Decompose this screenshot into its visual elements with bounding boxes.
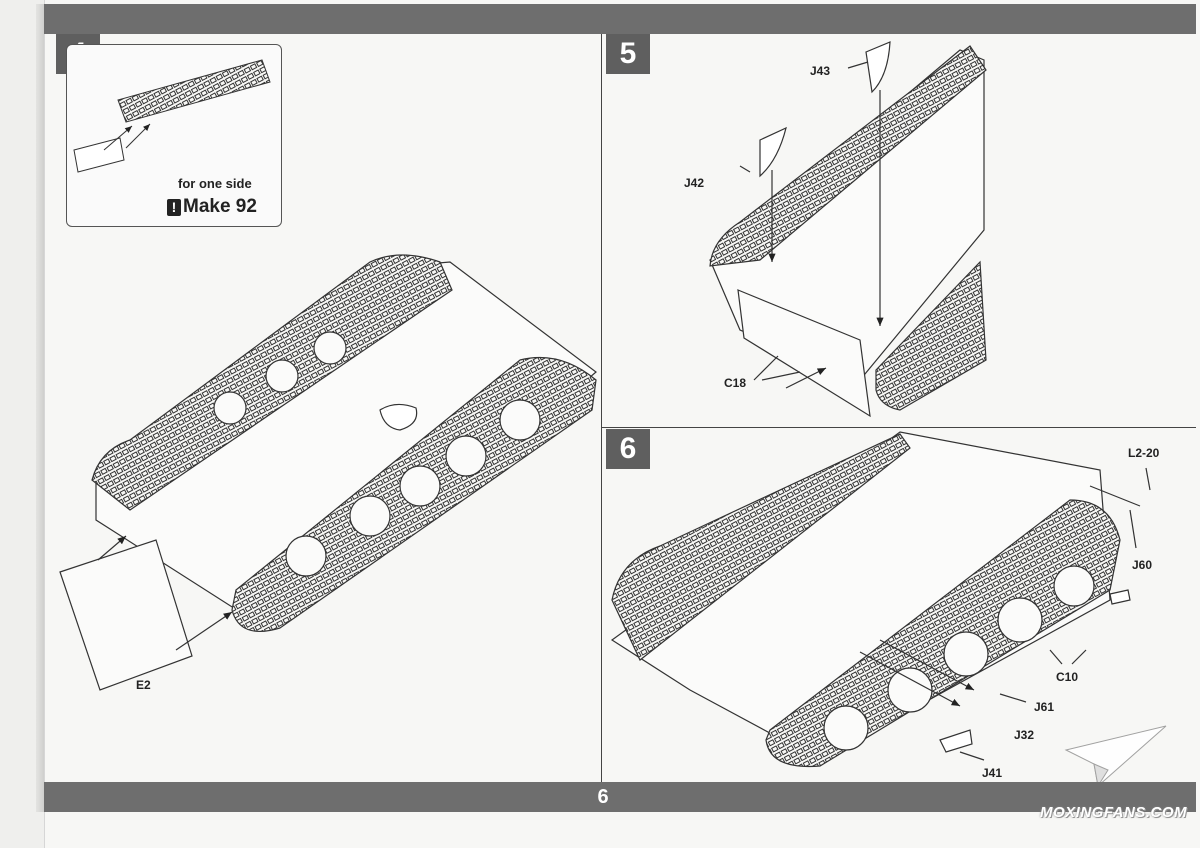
label-j43: J43	[810, 64, 831, 78]
step4-hull	[59, 254, 597, 691]
make-count-text: Make 92	[183, 196, 257, 217]
label-j41: J41	[982, 766, 1003, 780]
label-c18: C18	[724, 376, 747, 390]
label-j42: J42	[684, 176, 705, 190]
inset-note: for one side	[178, 176, 252, 191]
panel-divider-horizontal	[601, 427, 1196, 428]
watermark-text: MOXINGFANS.COM	[1040, 804, 1188, 821]
binding-shadow	[36, 4, 44, 812]
panel-divider-vertical	[601, 34, 602, 782]
page-number: 6	[597, 785, 609, 808]
make-count: ! Make 92	[167, 196, 257, 218]
label-l2-20: L2-20	[1128, 446, 1160, 460]
step-5-number: 5	[606, 34, 650, 74]
step5-hull	[709, 41, 987, 418]
exclamation-icon: !	[167, 198, 181, 216]
label-j61: J61	[1034, 700, 1055, 714]
top-bar	[44, 4, 1196, 34]
label-e2: E2	[136, 678, 151, 692]
label-j32: J32	[1014, 728, 1035, 742]
paper-plane-logo	[1064, 725, 1167, 788]
inset-track-links	[73, 59, 271, 173]
step6-hull	[610, 431, 1151, 768]
step-6-number: 6	[606, 429, 650, 469]
label-c10: C10	[1056, 670, 1079, 684]
bottom-bar: 6	[44, 782, 1196, 812]
label-j60: J60	[1132, 558, 1153, 572]
